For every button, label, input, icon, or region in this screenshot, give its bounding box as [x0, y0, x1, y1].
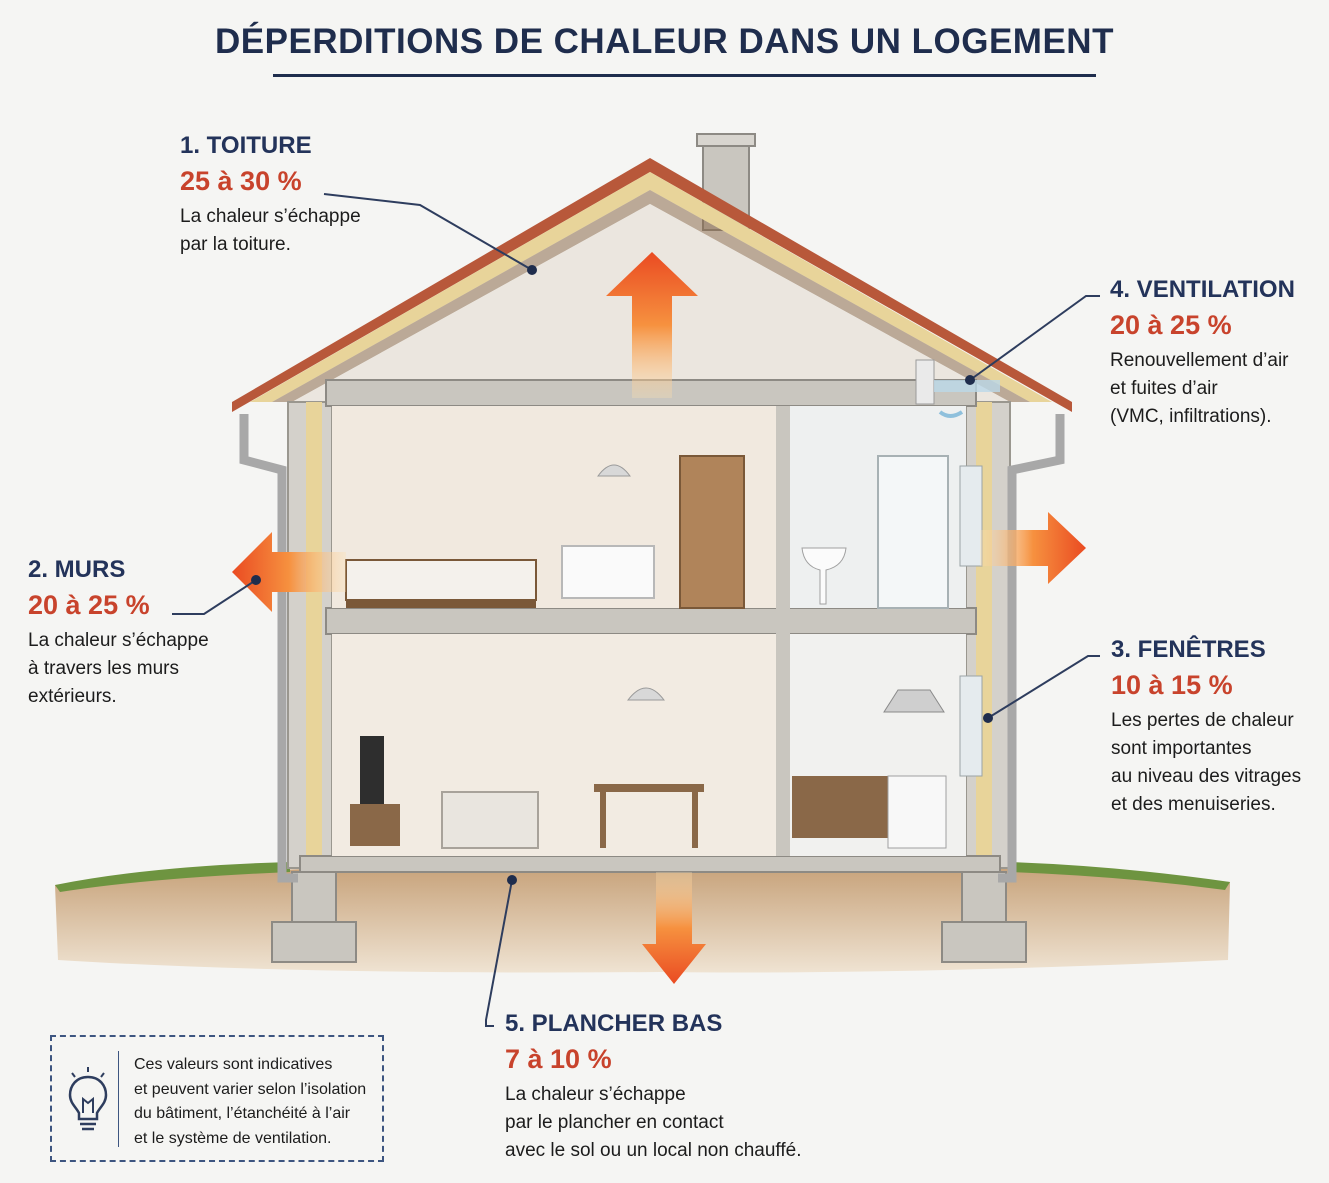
- callout-percent: 20 à 25 %: [1110, 310, 1232, 340]
- callout-toiture: 1. TOITURE 25 à 30 % La chaleur s’échapp…: [180, 132, 361, 259]
- page-title: DÉPERDITIONS DE CHALEUR DANS UN LOGEMENT: [215, 22, 1114, 61]
- leader-fenetres: [987, 655, 1100, 719]
- note-text: Ces valeurs sont indicatives et peuvent …: [134, 1056, 367, 1147]
- callout-percent: 20 à 25 %: [28, 590, 150, 620]
- callout-description: La chaleur s’échappe par la toiture.: [180, 206, 361, 255]
- leader-plancher: [485, 879, 513, 1027]
- heat-arrow-up: [606, 252, 698, 398]
- ground: [55, 862, 1230, 973]
- vmc-unit: [915, 359, 1000, 418]
- callout-description: Renouvellement d’air et fuites d’air (VM…: [1110, 350, 1289, 427]
- note-divider: [118, 1051, 119, 1147]
- rooms: [332, 406, 966, 856]
- downpipes: [239, 414, 1065, 883]
- callout-description: La chaleur s’échappe par le plancher en …: [505, 1084, 802, 1161]
- info-note: Ces valeurs sont indicatives et peuvent …: [50, 1035, 384, 1162]
- callout-heading: 5. PLANCHER BAS: [505, 1010, 723, 1037]
- foundations: [271, 871, 1027, 963]
- heat-arrow-left: [232, 532, 346, 612]
- leader-dots: [251, 265, 993, 885]
- leader-murs: [172, 579, 257, 615]
- callout-heading: 1. TOITURE: [180, 132, 312, 159]
- leader-ventilation: [969, 295, 1100, 381]
- heat-arrow-down: [642, 872, 706, 984]
- callout-description: Les pertes de chaleur sont importantes a…: [1111, 710, 1302, 815]
- callout-fenetres: 3. FENÊTRES 10 à 15 % Les pertes de chal…: [1111, 636, 1301, 819]
- callout-percent: 7 à 10 %: [505, 1044, 612, 1074]
- callout-percent: 25 à 30 %: [180, 166, 302, 196]
- callout-heading: 4. VENTILATION: [1110, 276, 1295, 303]
- windows: [959, 465, 983, 777]
- heat-arrow-right: [980, 512, 1086, 584]
- leader-lines: [172, 193, 1100, 1027]
- leader-toiture: [323, 193, 533, 271]
- callout-murs: 2. MURS 20 à 25 % La chaleur s’échappe à…: [28, 556, 209, 711]
- callout-description: La chaleur s’échappe à travers les murs …: [28, 630, 209, 707]
- callout-heading: 3. FENÊTRES: [1111, 636, 1266, 663]
- title-underline: [273, 74, 1096, 77]
- callout-heading: 2. MURS: [28, 556, 126, 583]
- callout-ventilation: 4. VENTILATION 20 à 25 % Renouvellement …: [1110, 276, 1295, 431]
- callout-percent: 10 à 15 %: [1111, 670, 1233, 700]
- callout-plancher: 5. PLANCHER BAS 7 à 10 % La chaleur s’éc…: [505, 1010, 801, 1165]
- lightbulb-icon: [68, 1067, 108, 1142]
